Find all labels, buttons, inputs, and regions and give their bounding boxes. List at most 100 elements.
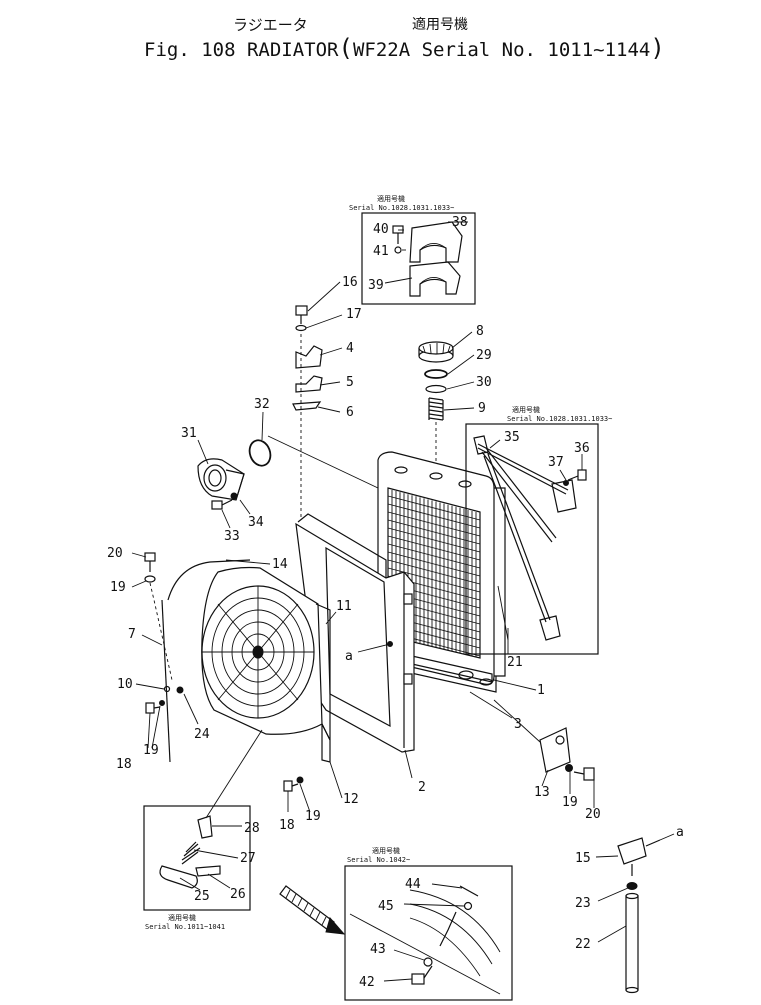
fan-guard-11 bbox=[201, 566, 331, 763]
plate-6 bbox=[292, 401, 322, 411]
o-ring-32 bbox=[248, 439, 272, 467]
callout-17: 17 bbox=[346, 307, 362, 322]
inset-bl-serial: Serial No.1011~1041 bbox=[145, 923, 225, 931]
guide-13 bbox=[493, 699, 541, 743]
bolt-36 bbox=[567, 469, 587, 481]
callout-20-right: 20 bbox=[585, 807, 601, 822]
callout-39: 39 bbox=[368, 278, 384, 293]
washer-19-right bbox=[565, 764, 573, 772]
guide-43 bbox=[439, 911, 457, 947]
bracket-4 bbox=[295, 345, 323, 369]
inset-bottom-mid: 適用号機 Serial No.1042~ bbox=[344, 846, 513, 1001]
bracket-39 bbox=[409, 261, 461, 297]
callout-32: 32 bbox=[254, 397, 270, 412]
gasket-29 bbox=[424, 369, 448, 379]
callout-30: 30 bbox=[476, 375, 492, 390]
callout-9: 9 bbox=[478, 401, 486, 416]
callout-2: 2 bbox=[418, 780, 426, 795]
callout-8: 8 bbox=[476, 324, 484, 339]
washer-34 bbox=[230, 492, 238, 500]
inset-right-jp: 適用号機 bbox=[512, 405, 540, 414]
clamp-45 bbox=[463, 901, 473, 911]
cable-44 bbox=[459, 885, 479, 897]
callout-22: 22 bbox=[575, 937, 591, 952]
callout-13: 13 bbox=[534, 785, 550, 800]
callout-12: 12 bbox=[343, 792, 359, 807]
callout-38: 38 bbox=[452, 215, 468, 230]
bolt-20-top bbox=[144, 552, 156, 572]
callout-21: 21 bbox=[507, 655, 523, 670]
callout-40: 40 bbox=[373, 222, 389, 237]
callout-1: 1 bbox=[537, 683, 545, 698]
callouts: 38 40 41 39 16 17 4 5 6 8 29 30 9 32 31 … bbox=[107, 215, 684, 990]
bolt-42 bbox=[411, 965, 433, 985]
washer-43 bbox=[423, 957, 433, 967]
cap-23 bbox=[626, 882, 638, 890]
radiator-cap-8 bbox=[418, 341, 454, 363]
applicability-jp: 適用号機 bbox=[412, 17, 468, 33]
close-paren: ) bbox=[650, 34, 665, 62]
callout-3: 3 bbox=[514, 717, 522, 732]
callout-28: 28 bbox=[244, 821, 260, 836]
fitting-15 bbox=[617, 837, 661, 876]
callout-19-bottom: 19 bbox=[305, 809, 321, 824]
callout-37: 37 bbox=[548, 455, 564, 470]
overflow-hose-14 bbox=[167, 559, 251, 601]
callout-25: 25 bbox=[194, 889, 210, 904]
callout-20-top: 20 bbox=[107, 546, 123, 561]
washer-19-top bbox=[144, 575, 156, 583]
callout-a-left: a bbox=[345, 649, 353, 664]
callout-19-left: 19 bbox=[143, 743, 159, 758]
inset-bm-serial: Serial No.1042~ bbox=[347, 856, 410, 864]
callout-15: 15 bbox=[575, 851, 591, 866]
bracket-38 bbox=[409, 221, 463, 263]
inset-top-serial: Serial No.1028.1031.1033~ bbox=[349, 204, 454, 212]
callout-11: 11 bbox=[336, 599, 352, 614]
inset-bottom-left: 適用号機 Serial No.1011~1041 bbox=[143, 805, 251, 931]
callout-19-right: 19 bbox=[562, 795, 578, 810]
callout-36: 36 bbox=[574, 441, 590, 456]
callout-41: 41 bbox=[373, 244, 389, 259]
inset-right: 適用号機 Serial No.1028.1031.1033~ bbox=[465, 405, 612, 655]
callout-24: 24 bbox=[194, 727, 210, 742]
inset-bottom-mid-frame bbox=[344, 865, 513, 1001]
callout-a-right: a bbox=[676, 825, 684, 840]
callout-23: 23 bbox=[575, 896, 591, 911]
spring-27 bbox=[181, 841, 201, 865]
hose-guide-line bbox=[267, 435, 379, 489]
title-jp: ラジエータ bbox=[233, 16, 308, 34]
stay-35 bbox=[473, 435, 577, 641]
clip-26 bbox=[195, 865, 221, 877]
callout-7: 7 bbox=[128, 627, 136, 642]
rod-7 bbox=[161, 599, 171, 763]
bolt-18-bottom bbox=[283, 780, 299, 792]
water-outlet-31 bbox=[197, 458, 245, 501]
callout-44: 44 bbox=[405, 877, 421, 892]
pipe-22 bbox=[625, 892, 639, 994]
callout-5: 5 bbox=[346, 375, 354, 390]
washer-17 bbox=[295, 324, 307, 332]
callout-19-top: 19 bbox=[110, 580, 126, 595]
callout-6: 6 bbox=[346, 405, 354, 420]
bolt-16 bbox=[295, 305, 308, 324]
callout-34: 34 bbox=[248, 515, 264, 530]
bracket-13 bbox=[539, 727, 571, 773]
clamp-24 bbox=[176, 686, 184, 694]
washer-19-bottom bbox=[296, 776, 304, 784]
inset-bottom-left-frame bbox=[143, 805, 251, 911]
callout-26: 26 bbox=[230, 887, 246, 902]
callout-29: 29 bbox=[476, 348, 492, 363]
inset-right-frame bbox=[465, 423, 599, 655]
callout-45: 45 bbox=[378, 899, 394, 914]
inset-bm-jp: 適用号機 bbox=[372, 846, 400, 855]
spring-9 bbox=[428, 397, 444, 421]
guide-25 bbox=[205, 729, 263, 819]
callout-27: 27 bbox=[240, 851, 256, 866]
callout-35: 35 bbox=[504, 430, 520, 445]
callout-31: 31 bbox=[181, 426, 197, 441]
figure-title: Fig. 108 RADIATOR(WF22A Serial No. 1011~… bbox=[144, 34, 665, 62]
fitting-28 bbox=[197, 815, 213, 839]
inset-right-serial: Serial No.1028.1031.1033~ bbox=[507, 415, 612, 423]
bracket-5 bbox=[295, 375, 323, 393]
